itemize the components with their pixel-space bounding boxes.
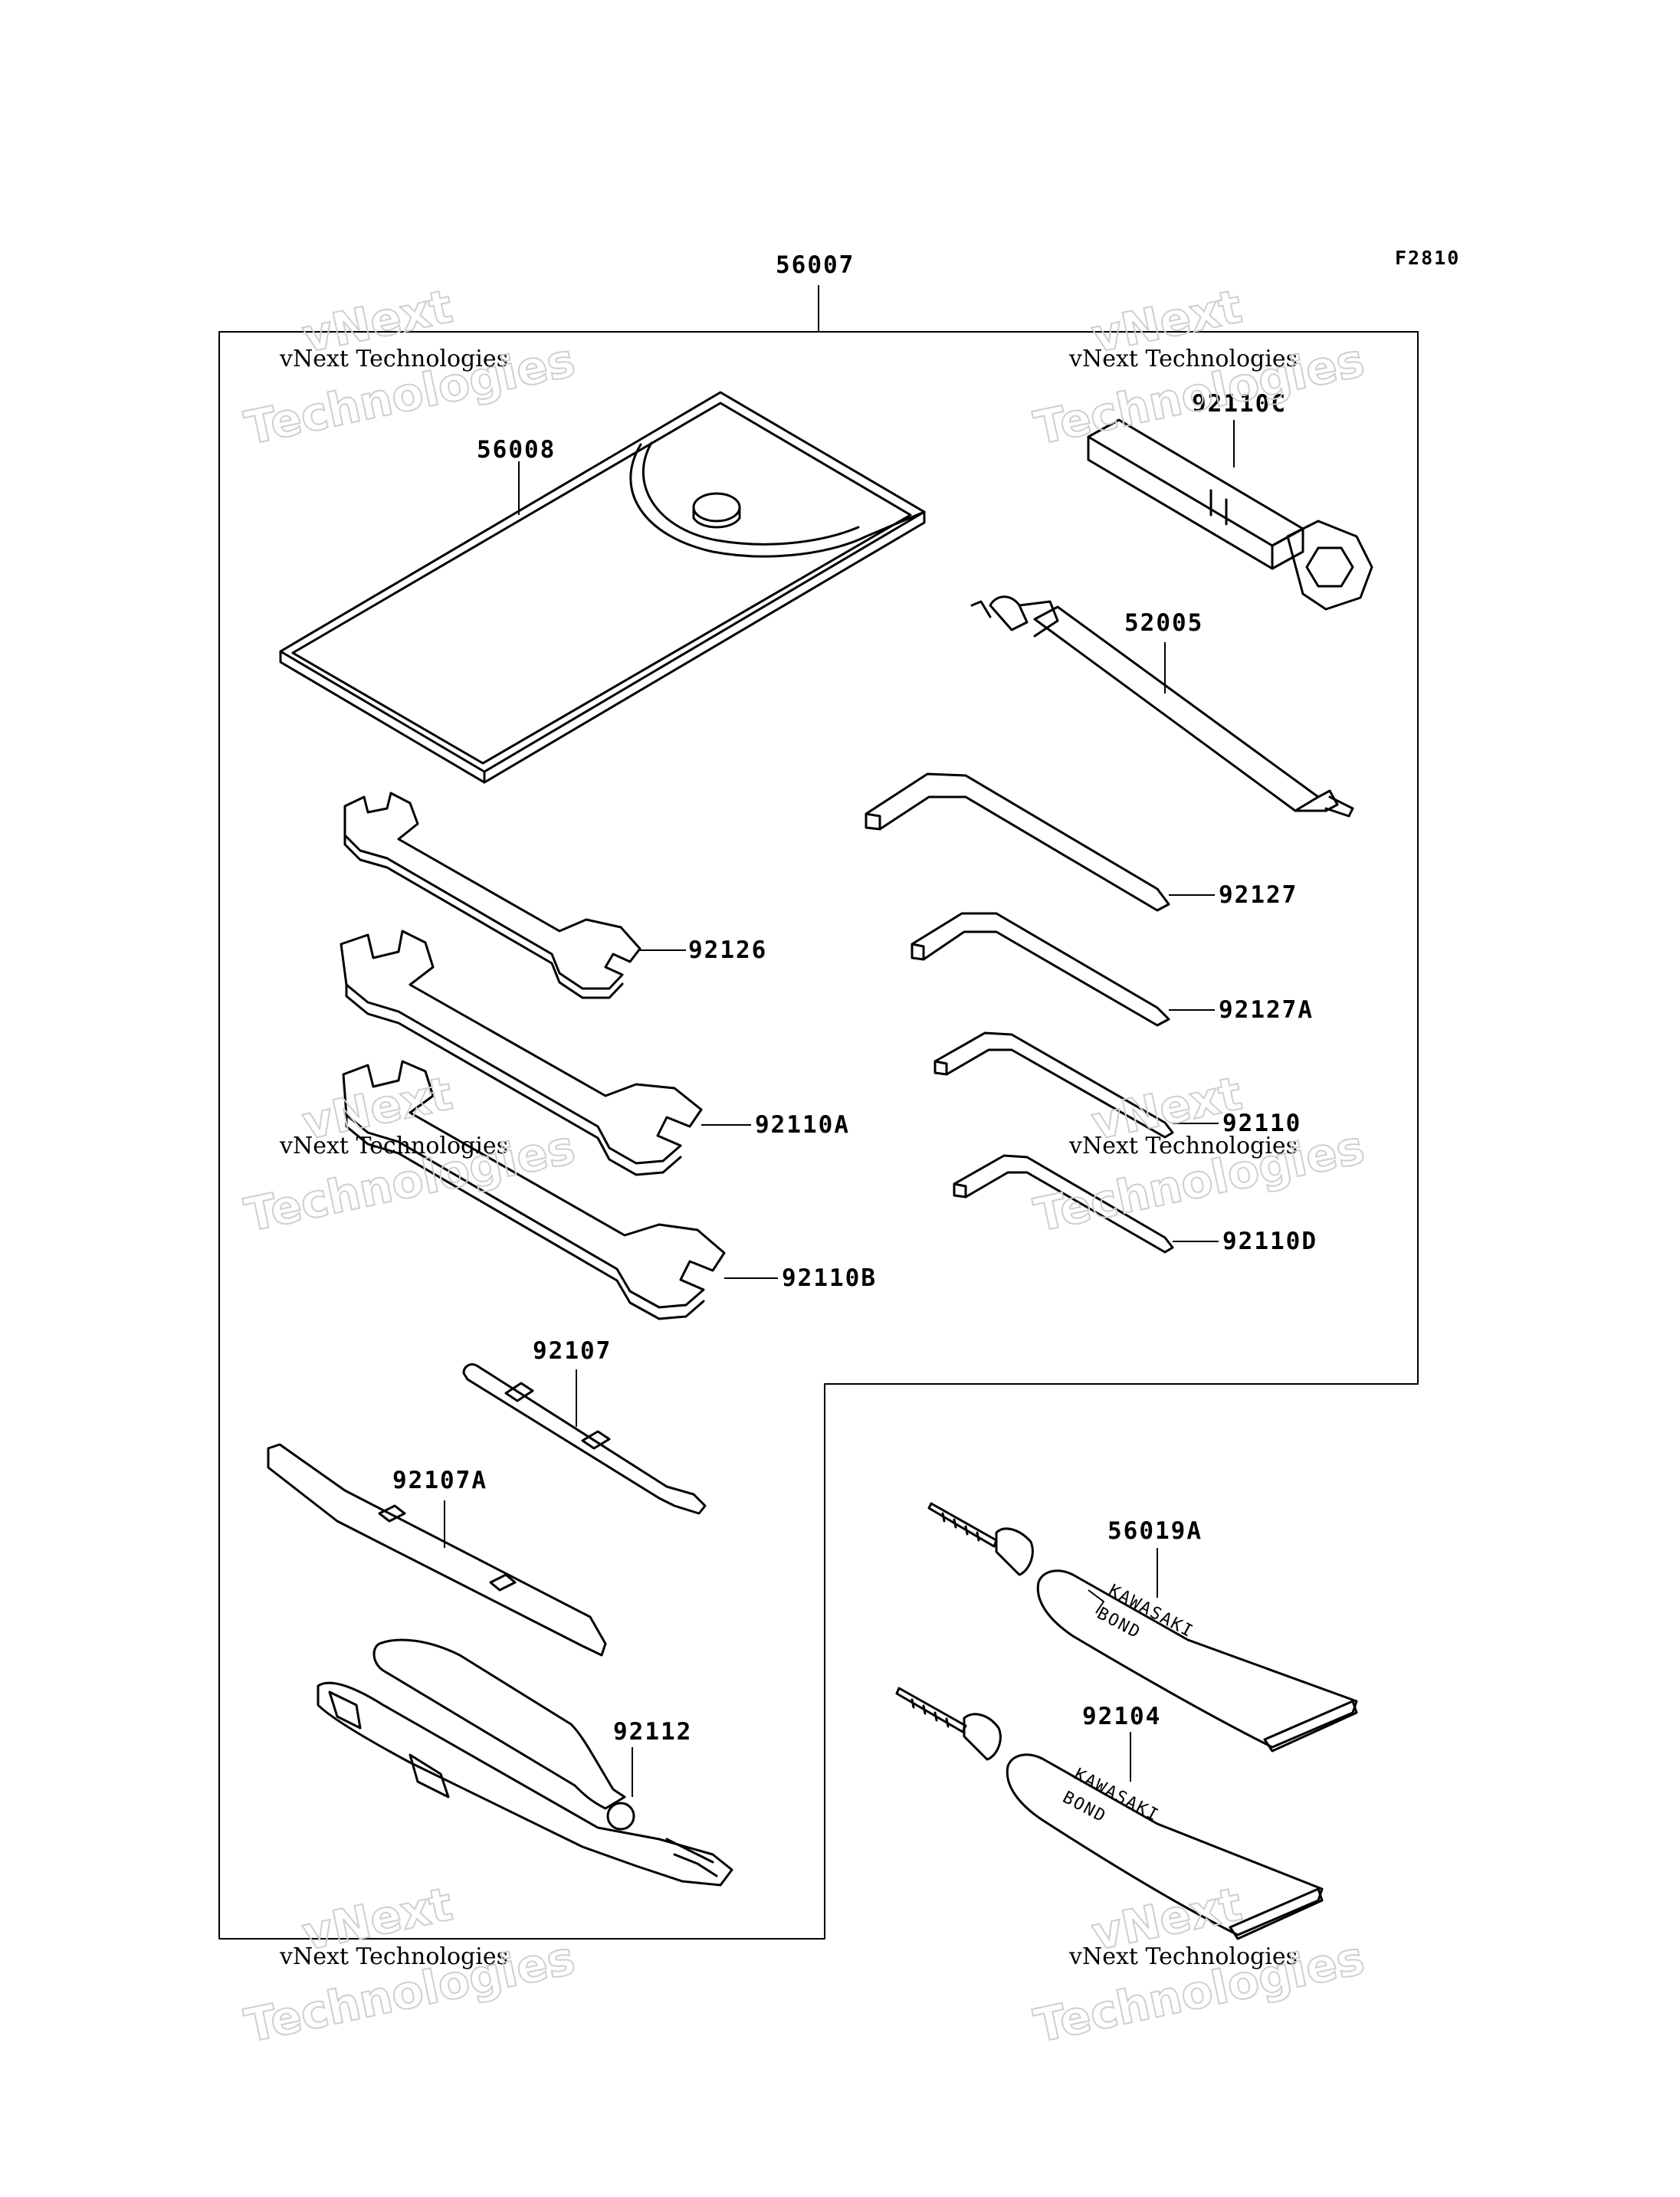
spoke-wrench-label: 52005 xyxy=(1124,609,1203,637)
plug-wrench-label: 92110C xyxy=(1192,390,1287,418)
kit-number-label: 56007 xyxy=(776,251,855,279)
svg-text:vNext Technologies: vNext Technologies xyxy=(1068,1133,1298,1159)
screwdriver-grip-label: 92107A xyxy=(392,1467,487,1494)
watermark-top-right: vNext vNext Technologies Technologies xyxy=(1029,279,1370,457)
pliers-illustration xyxy=(317,1638,733,1887)
tool-bag-illustration xyxy=(279,391,926,784)
svg-text:vNext Technologies: vNext Technologies xyxy=(1068,1943,1298,1970)
wrench-3-label: 92110B xyxy=(782,1264,877,1292)
pliers-label: 92112 xyxy=(613,1718,692,1746)
wrench-2-illustration xyxy=(340,930,703,1176)
screwdriver-bit-label: 92107 xyxy=(533,1337,612,1365)
wrench-2-label: 92110A xyxy=(755,1111,850,1139)
hex-wrench-2-illustration xyxy=(911,912,1170,1027)
hex-wrench-3-label: 92110 xyxy=(1222,1110,1301,1137)
watermark-mid-right: vNext vNext Technologies Technologies xyxy=(1029,1066,1370,1244)
spoke-wrench-illustration xyxy=(970,595,1354,818)
watermark-bottom-right: vNext vNext Technologies Technologies xyxy=(1029,1877,1370,2054)
watermark-bottom-left: vNext vNext Technologies Technologies xyxy=(240,1877,581,2054)
svg-text:vNext Technologies: vNext Technologies xyxy=(279,346,508,372)
tool-bag-label: 56008 xyxy=(477,436,556,464)
svg-text:vNext Technologies: vNext Technologies xyxy=(1068,346,1298,372)
hex-wrench-4-illustration xyxy=(953,1154,1174,1254)
hex-wrench-2-label: 92127A xyxy=(1219,996,1314,1024)
plug-wrench-illustration xyxy=(1087,418,1373,611)
wrench-1-label: 92126 xyxy=(688,936,767,964)
hex-wrench-1-illustration xyxy=(865,772,1170,912)
wrench-1-illustration xyxy=(343,792,641,999)
hex-wrench-4-label: 92110D xyxy=(1222,1228,1317,1255)
watermark-top-left: vNext vNext Technologies Technologies xyxy=(240,279,581,457)
kit-outline xyxy=(218,331,1419,1940)
screwdriver-bit-illustration xyxy=(462,1362,707,1515)
bond-tube-1-label: 56019A xyxy=(1107,1517,1203,1545)
figure-code: F2810 xyxy=(1395,247,1460,269)
bond-tube-2-label: 92104 xyxy=(1082,1703,1161,1730)
hex-wrench-3-illustration xyxy=(934,1031,1174,1139)
wrench-3-illustration xyxy=(342,1060,726,1320)
screwdriver-grip-illustration xyxy=(267,1443,607,1657)
hex-wrench-1-label: 92127 xyxy=(1219,881,1298,909)
svg-text:vNext Technologies: vNext Technologies xyxy=(279,1133,508,1159)
svg-text:vNext Technologies: vNext Technologies xyxy=(279,1943,508,1970)
